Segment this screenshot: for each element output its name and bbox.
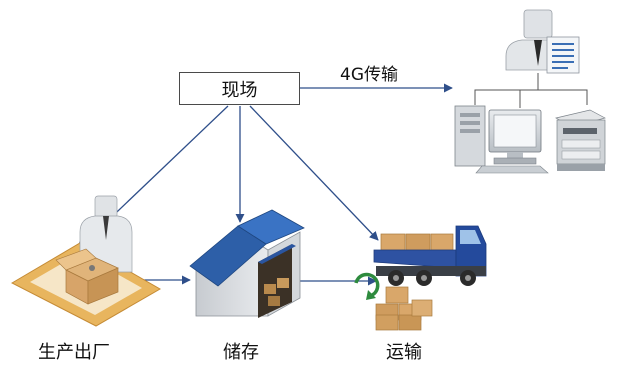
- production-icon: [10, 195, 162, 327]
- arrow-site-to-transport: [249, 105, 379, 241]
- box-stack-icon: [375, 286, 433, 331]
- site-node-box: 现场: [179, 72, 300, 105]
- office-icon: [454, 9, 606, 174]
- storage-label: 储存: [223, 342, 259, 363]
- pc-icon: [454, 105, 549, 174]
- office-person-icon: [505, 9, 580, 74]
- transport-label: 运输: [386, 342, 422, 363]
- copier-icon: [555, 109, 606, 171]
- truck-icon: [373, 225, 487, 286]
- transmission-label: 4G传输: [340, 65, 398, 85]
- warehouse-icon: [189, 209, 305, 318]
- cycle-arrows-icon: [354, 272, 380, 300]
- production-label: 生产出厂: [38, 342, 110, 363]
- site-label: 现场: [221, 79, 258, 101]
